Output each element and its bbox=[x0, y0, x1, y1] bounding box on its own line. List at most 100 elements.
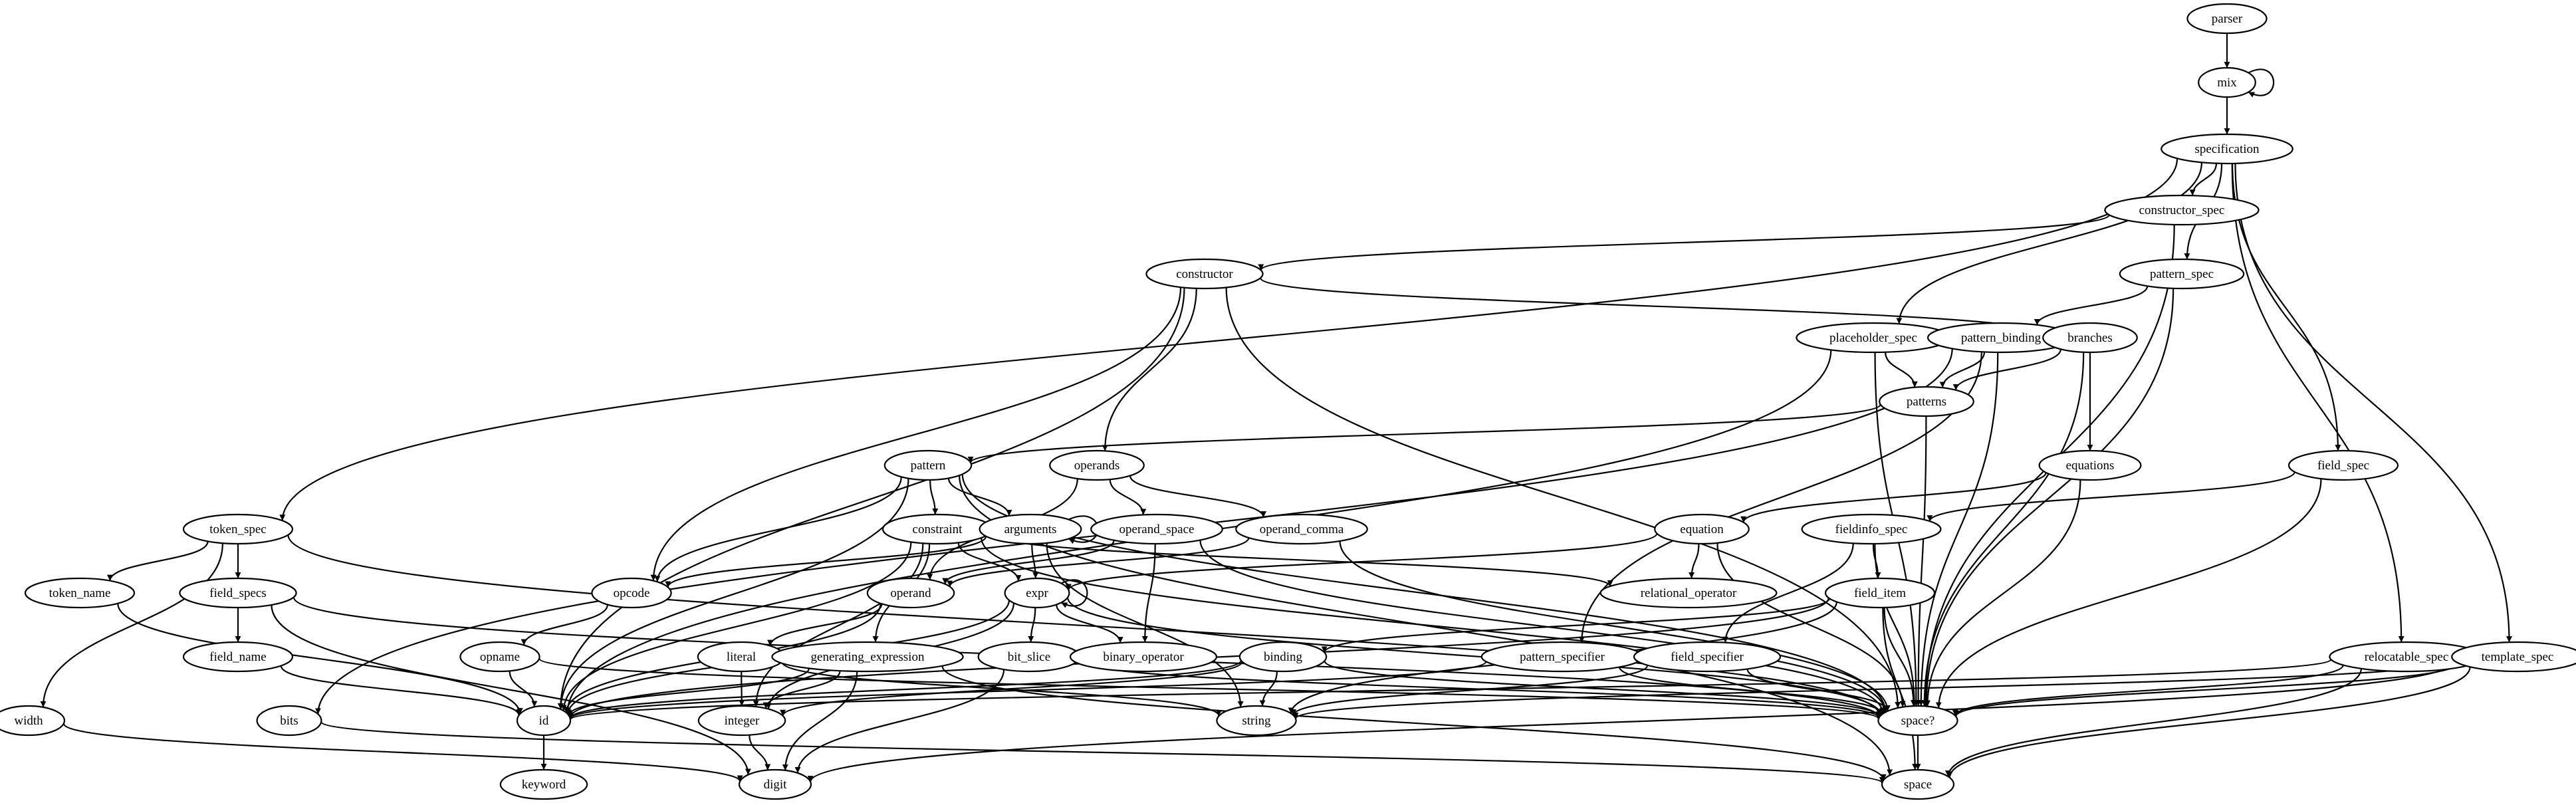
node-shape bbox=[2186, 3, 2268, 35]
node-shape bbox=[179, 577, 297, 609]
node-shape bbox=[1633, 641, 1782, 673]
node-opname: opname bbox=[459, 641, 540, 673]
edge-binding-to-string bbox=[1259, 671, 1278, 707]
node-shape bbox=[2119, 258, 2245, 290]
node-shape bbox=[182, 513, 294, 545]
node-label: binding bbox=[1264, 650, 1303, 664]
node-shape bbox=[979, 513, 1082, 545]
edge-binding-to-integer bbox=[780, 661, 1243, 717]
edge-width-to-digit bbox=[62, 723, 743, 782]
edge-pattern_binding-to-space_q bbox=[1918, 352, 1999, 707]
edge-fieldinfo_spec-to-space_q bbox=[1874, 543, 1918, 707]
edge-template_spec-to-string bbox=[1292, 659, 2454, 719]
node-field-specs: field_specs bbox=[179, 577, 297, 609]
node-arguments: arguments bbox=[979, 513, 1082, 545]
node-shape bbox=[1881, 768, 1955, 800]
node-fieldinfo-spec: fieldinfo_spec bbox=[1801, 513, 1942, 545]
node-bits: bits bbox=[256, 705, 322, 737]
node-shape bbox=[1004, 577, 1070, 609]
edge-operand_space-to-binary_operator bbox=[1141, 543, 1156, 643]
graph-nodes: parsermixspecificationconstructor_specco… bbox=[0, 3, 2576, 800]
node-label: token_name bbox=[49, 586, 111, 600]
node-width: width bbox=[0, 705, 66, 737]
edge-constraint-to-expr bbox=[957, 542, 1022, 582]
edge-bit_slice-to-digit bbox=[794, 669, 1005, 773]
node-label: placeholder_spec bbox=[1829, 331, 1917, 345]
node-relational-operator: relational_operator bbox=[1599, 577, 1778, 609]
node-template-spec: template_spec bbox=[2451, 641, 2576, 673]
node-label: operand bbox=[890, 586, 931, 600]
node-label: opname bbox=[480, 650, 520, 664]
edge-binding-to-space_q bbox=[1324, 660, 1883, 717]
edge-operand_space-to-operand bbox=[942, 540, 1115, 584]
node-label: literal bbox=[727, 650, 756, 664]
edge-operand_comma-to-space_q bbox=[1339, 540, 1891, 711]
node-label: digit bbox=[764, 778, 788, 792]
node-label: id bbox=[539, 714, 549, 728]
edge-equation-to-relational_operator bbox=[1689, 543, 1700, 579]
node-label: mix bbox=[2217, 76, 2237, 90]
node-shape bbox=[1145, 258, 1264, 290]
node-shape bbox=[883, 449, 973, 481]
node-pattern-spec: pattern_spec bbox=[2119, 258, 2245, 290]
node-shape bbox=[1216, 705, 1297, 737]
edge-pattern-to-arguments bbox=[947, 478, 1012, 517]
edge-equations-to-equation bbox=[1740, 472, 2047, 523]
edge-operand-to-literal bbox=[767, 604, 883, 646]
node-mix: mix bbox=[2198, 66, 2256, 98]
node-label: keyword bbox=[522, 778, 566, 792]
node-field-item: field_item bbox=[1824, 577, 1936, 609]
node-shape bbox=[1654, 513, 1750, 545]
node-label: pattern_specifier bbox=[1520, 650, 1605, 664]
node-shape bbox=[697, 705, 786, 737]
node-label: specification bbox=[2194, 142, 2260, 156]
node-shape bbox=[591, 577, 672, 609]
node-label: operands bbox=[1074, 459, 1120, 473]
node-label: constructor bbox=[1176, 267, 1233, 281]
node-label: opcode bbox=[614, 586, 650, 600]
node-shape bbox=[256, 705, 322, 737]
edge-token_spec-to-width bbox=[40, 543, 224, 707]
node-label: branches bbox=[2067, 331, 2113, 345]
edge-integer-to-digit bbox=[749, 735, 771, 770]
node-label: field_specifier bbox=[1671, 650, 1744, 664]
node-digit: digit bbox=[738, 768, 812, 800]
edge-equation-to-expr bbox=[1066, 533, 1658, 590]
node-label: space bbox=[1904, 778, 1932, 792]
node-space-q: space? bbox=[1877, 705, 1958, 737]
edge-branches-to-patterns bbox=[1952, 348, 2061, 391]
edge-field_specifier-to-string bbox=[1290, 665, 1649, 716]
node-shape bbox=[1235, 513, 1368, 545]
edge-pattern_binding-to-patterns bbox=[1939, 352, 1986, 388]
edge-template_spec-to-space bbox=[1946, 667, 2471, 778]
node-operand-comma: operand_comma bbox=[1235, 513, 1368, 545]
edge-pattern-to-constraint bbox=[929, 479, 939, 515]
node-expr: expr bbox=[1004, 577, 1070, 609]
node-label: fieldinfo_spec bbox=[1835, 522, 1908, 536]
node-label: token_spec bbox=[209, 522, 266, 536]
node-shape bbox=[2198, 66, 2256, 98]
edge-constructor-to-opcode bbox=[650, 287, 1182, 581]
node-label: pattern bbox=[911, 459, 946, 473]
node-constructor: constructor bbox=[1145, 258, 1264, 290]
edge-field_spec-to-space_q bbox=[1935, 479, 2322, 709]
node-operands: operands bbox=[1049, 449, 1145, 481]
node-token-spec: token_spec bbox=[182, 513, 294, 545]
node-parser: parser bbox=[2186, 3, 2268, 35]
node-generating-expression: generating_expression bbox=[771, 641, 964, 673]
edge-constraint-to-id bbox=[560, 542, 912, 711]
node-shape bbox=[499, 768, 588, 800]
node-shape bbox=[2451, 641, 2576, 673]
node-relocatable-spec: relocatable_spec bbox=[2329, 641, 2484, 673]
node-specification: specification bbox=[2161, 133, 2293, 165]
node-label: operand_comma bbox=[1260, 522, 1344, 536]
node-opcode: opcode bbox=[591, 577, 672, 609]
node-equation: equation bbox=[1654, 513, 1750, 545]
edge-pattern_spec-to-pattern_binding bbox=[2034, 285, 2149, 326]
edge-fieldinfo_spec-to-field_specifier bbox=[1722, 543, 1854, 643]
node-label: binary_operator bbox=[1103, 650, 1184, 664]
edge-relocatable_spec-to-id bbox=[567, 658, 2332, 721]
node-shape bbox=[24, 577, 136, 609]
edge-generating_expression-to-digit bbox=[782, 671, 858, 770]
node-label: generating_expression bbox=[811, 650, 925, 664]
